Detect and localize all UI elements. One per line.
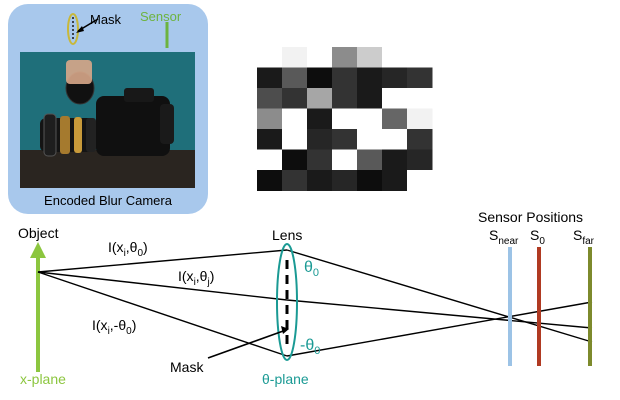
lens-label: Lens	[272, 227, 302, 243]
ray-upper	[37, 249, 288, 273]
mask-cell	[407, 67, 433, 89]
mask-cell	[282, 149, 308, 171]
mask-cell	[382, 88, 408, 109]
mask-cell	[307, 47, 333, 68]
refracted-ray-upper	[286, 249, 593, 343]
mask-cell	[307, 88, 333, 109]
mask-cell	[357, 108, 383, 130]
mask-pointer-line	[207, 329, 287, 359]
ray-middle	[37, 271, 288, 301]
ray-lower	[37, 271, 288, 357]
mask-cell	[282, 170, 308, 191]
refracted-ray-lower	[286, 301, 593, 357]
mask-cell	[282, 47, 308, 68]
mask-cell	[357, 149, 383, 171]
mask-cell	[257, 108, 283, 130]
mask-cell	[332, 108, 358, 130]
mask-cell	[332, 149, 358, 171]
camera-mask-label: Mask	[90, 12, 122, 27]
ray-label-middle: I(xi,θj)	[178, 268, 214, 288]
mask-cell	[257, 67, 283, 89]
ray-label-lower: I(xi,-θ0)	[92, 317, 136, 337]
mask-cell	[357, 67, 383, 89]
mask-cell	[357, 88, 383, 109]
mask-cell	[307, 129, 333, 150]
mask-cell	[407, 149, 433, 171]
mask-cell	[357, 47, 383, 68]
neg-theta0-label: -θ0	[300, 337, 320, 357]
mask-cell	[282, 88, 308, 109]
mask-pattern-grid	[257, 47, 433, 191]
camera-panel: Mask Sensor Encoded Blur Camera	[8, 4, 208, 214]
mask-cell	[307, 108, 333, 130]
mask-cell	[382, 67, 408, 89]
mask-cell	[332, 47, 358, 68]
mask-cell	[382, 149, 408, 171]
sensor-near-label: Snear	[489, 227, 519, 247]
mask-cell	[357, 170, 383, 191]
theta-plane-label: θ-plane	[262, 371, 309, 387]
ray-label-upper: I(xi,θ0)	[108, 239, 148, 259]
lens-shape	[276, 243, 298, 361]
mask-cell	[257, 129, 283, 150]
mask-aperture-icon	[67, 13, 79, 45]
mask-cell	[332, 170, 358, 191]
theta0-label: θ0	[304, 259, 319, 279]
mask-cell	[257, 170, 283, 191]
mask-cell	[407, 170, 433, 191]
mask-cell	[382, 129, 408, 150]
refracted-ray-middle	[286, 299, 593, 329]
camera-caption: Encoded Blur Camera	[44, 193, 173, 208]
mask-cell	[382, 108, 408, 130]
mask-cell	[282, 108, 308, 130]
mask-cell	[382, 47, 408, 68]
mask-cell	[357, 129, 383, 150]
mask-cell	[307, 170, 333, 191]
mask-cell	[257, 149, 283, 171]
mask-cell	[332, 88, 358, 109]
mask-cell	[382, 170, 408, 191]
sensor-0-label: S0	[530, 227, 545, 247]
sensor-far-label: Sfar	[573, 227, 595, 247]
sensor-positions-label: Sensor Positions	[478, 209, 583, 225]
mask-cell	[257, 47, 283, 68]
camera-illustration	[20, 60, 195, 188]
mask-cell	[407, 129, 433, 150]
ray-diagram: Object x-plane Lens θ-plane θ0 -θ0 Mask …	[18, 209, 595, 387]
mask-cell	[407, 108, 433, 130]
mask-cell	[307, 149, 333, 171]
object-label: Object	[18, 225, 59, 241]
mask-cell	[332, 129, 358, 150]
mask-cell	[407, 88, 433, 109]
camera-sensor-label: Sensor	[140, 9, 182, 24]
mask-cell	[257, 88, 283, 109]
mask-cell	[282, 129, 308, 150]
mask-cell	[332, 67, 358, 89]
object-arrow-head	[30, 242, 46, 258]
x-plane-label: x-plane	[20, 371, 66, 387]
mask-cell	[407, 47, 433, 68]
mask-cell	[307, 67, 333, 89]
mask-label: Mask	[170, 359, 204, 375]
mask-cell	[282, 67, 308, 89]
